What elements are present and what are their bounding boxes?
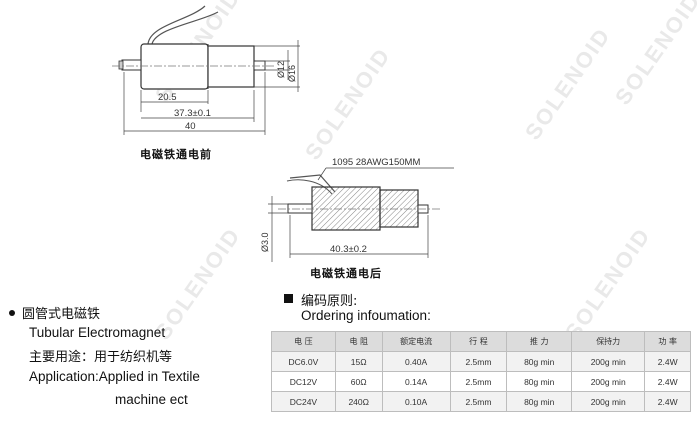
cell-push-force: 80g min bbox=[506, 371, 573, 392]
cell-stroke: 2.5mm bbox=[449, 371, 508, 392]
header-resistance: 电 阻 bbox=[334, 331, 383, 352]
ordering-title-en: Ordering infoumation: bbox=[301, 308, 431, 323]
dim-dia-16: Ø16 bbox=[287, 65, 297, 82]
cell-power: 2.4W bbox=[644, 391, 691, 412]
product-use-cn: 主要用途：用于纺织机等 bbox=[29, 350, 173, 365]
cell-holding-force: 200g min bbox=[571, 371, 646, 392]
cell-voltage: DC12V bbox=[271, 371, 336, 392]
cell-holding-force: 200g min bbox=[571, 391, 646, 412]
cell-voltage: DC6.0V bbox=[271, 351, 336, 372]
dim-37-3: 37.3±0.1 bbox=[174, 108, 211, 119]
cell-resistance: 60Ω bbox=[334, 371, 383, 392]
cell-resistance: 240Ω bbox=[334, 391, 383, 412]
header-stroke: 行 程 bbox=[449, 331, 508, 352]
header-rated-current: 额定电流 bbox=[381, 331, 451, 352]
cell-holding-force: 200g min bbox=[571, 351, 646, 372]
spec-table: 电 压 电 阻 额定电流 行 程 推 力 保持力 功 率 DC6.0V 15Ω … bbox=[271, 331, 691, 412]
cell-resistance: 15Ω bbox=[334, 351, 383, 372]
product-name-en: Tubular Electromagnet bbox=[29, 325, 166, 340]
dim-40-3: 40.3±0.2 bbox=[330, 244, 367, 255]
dim-20-5: 20.5 bbox=[158, 92, 177, 103]
cell-stroke: 2.5mm bbox=[449, 391, 508, 412]
cell-current: 0.14A bbox=[381, 371, 451, 392]
bullet-dot bbox=[9, 310, 15, 316]
header-voltage: 电 压 bbox=[271, 331, 336, 352]
cell-current: 0.10A bbox=[381, 391, 451, 412]
spec-table-header-row: 电 压 电 阻 额定电流 行 程 推 力 保持力 功 率 bbox=[271, 331, 691, 352]
wire-label: 1095 28AWG150MM bbox=[332, 157, 420, 168]
product-name-cn: 圆管式电磁铁 bbox=[22, 307, 101, 322]
square-bullet bbox=[284, 294, 293, 303]
cell-stroke: 2.5mm bbox=[449, 351, 508, 372]
table-row: DC12V 60Ω 0.14A 2.5mm 80g min 200g min 2… bbox=[271, 371, 691, 392]
cell-current: 0.40A bbox=[381, 351, 451, 372]
header-holding-force: 保持力 bbox=[571, 331, 646, 352]
dim-40: 40 bbox=[185, 121, 196, 132]
caption-after-energizing: 电磁铁通电后 bbox=[310, 267, 382, 280]
dim-dia-12: Ø12 bbox=[276, 61, 286, 78]
caption-before-energizing: 电磁铁通电前 bbox=[140, 148, 212, 161]
header-power: 功 率 bbox=[644, 331, 691, 352]
table-row: DC6.0V 15Ω 0.40A 2.5mm 80g min 200g min … bbox=[271, 351, 691, 372]
product-use-en-line2: machine ect bbox=[115, 392, 188, 407]
table-row: DC24V 240Ω 0.10A 2.5mm 80g min 200g min … bbox=[271, 391, 691, 412]
cell-push-force: 80g min bbox=[506, 351, 573, 372]
dim-dia-3: Ø3.0 bbox=[260, 232, 270, 252]
cell-power: 2.4W bbox=[644, 371, 691, 392]
cell-voltage: DC24V bbox=[271, 391, 336, 412]
cell-power: 2.4W bbox=[644, 351, 691, 372]
header-push-force: 推 力 bbox=[506, 331, 573, 352]
product-use-en-line1: Application:Applied in Textile bbox=[29, 369, 200, 384]
ordering-title-cn: 编码原则: bbox=[301, 294, 358, 309]
cell-push-force: 80g min bbox=[506, 391, 573, 412]
